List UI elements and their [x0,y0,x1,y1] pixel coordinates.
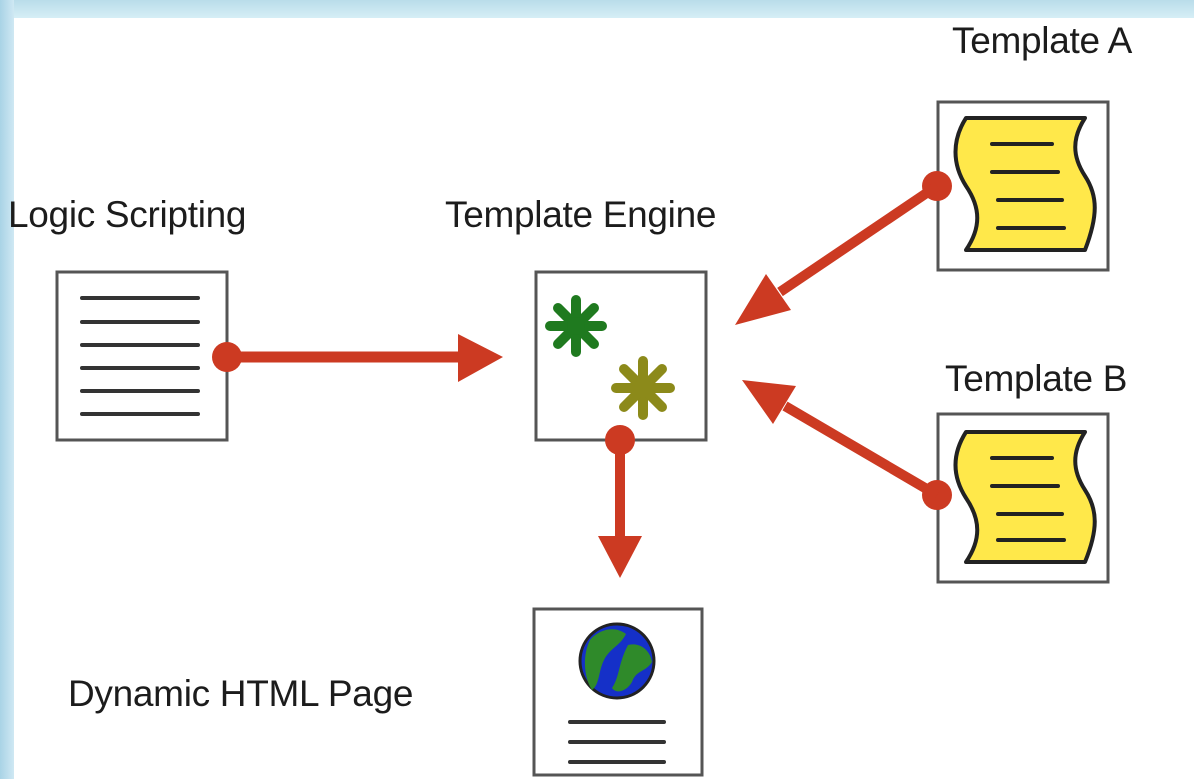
arrow-logic-to-engine [212,334,503,382]
frame-top-border [0,0,1194,18]
text-lines-icon [568,720,666,764]
template-a-label: Template A [952,20,1133,61]
arrow-template-b-to-engine [742,380,952,510]
dynamic-html-page-node [532,607,704,777]
logic-scripting-label: Logic Scripting [8,194,247,235]
template-b-label: Template B [945,358,1128,399]
wavy-paper-icon [953,116,1097,252]
template-b-node [936,412,1110,584]
arrow-template-a-to-engine [735,171,952,325]
template-engine-label: Template Engine [445,194,717,235]
globe-icon [578,622,656,700]
text-document-icon [80,296,200,416]
arrow-engine-to-page [598,425,642,578]
gear-secondary-icon [611,356,675,420]
gear-primary-icon [545,295,607,357]
dynamic-html-page-label: Dynamic HTML Page [68,673,414,714]
logic-scripting-node [55,270,229,442]
gears-icon [545,295,675,420]
frame-left-border [0,0,14,779]
template-a-node [936,100,1110,272]
template-engine-node [534,270,708,442]
wavy-paper-icon [953,430,1097,564]
